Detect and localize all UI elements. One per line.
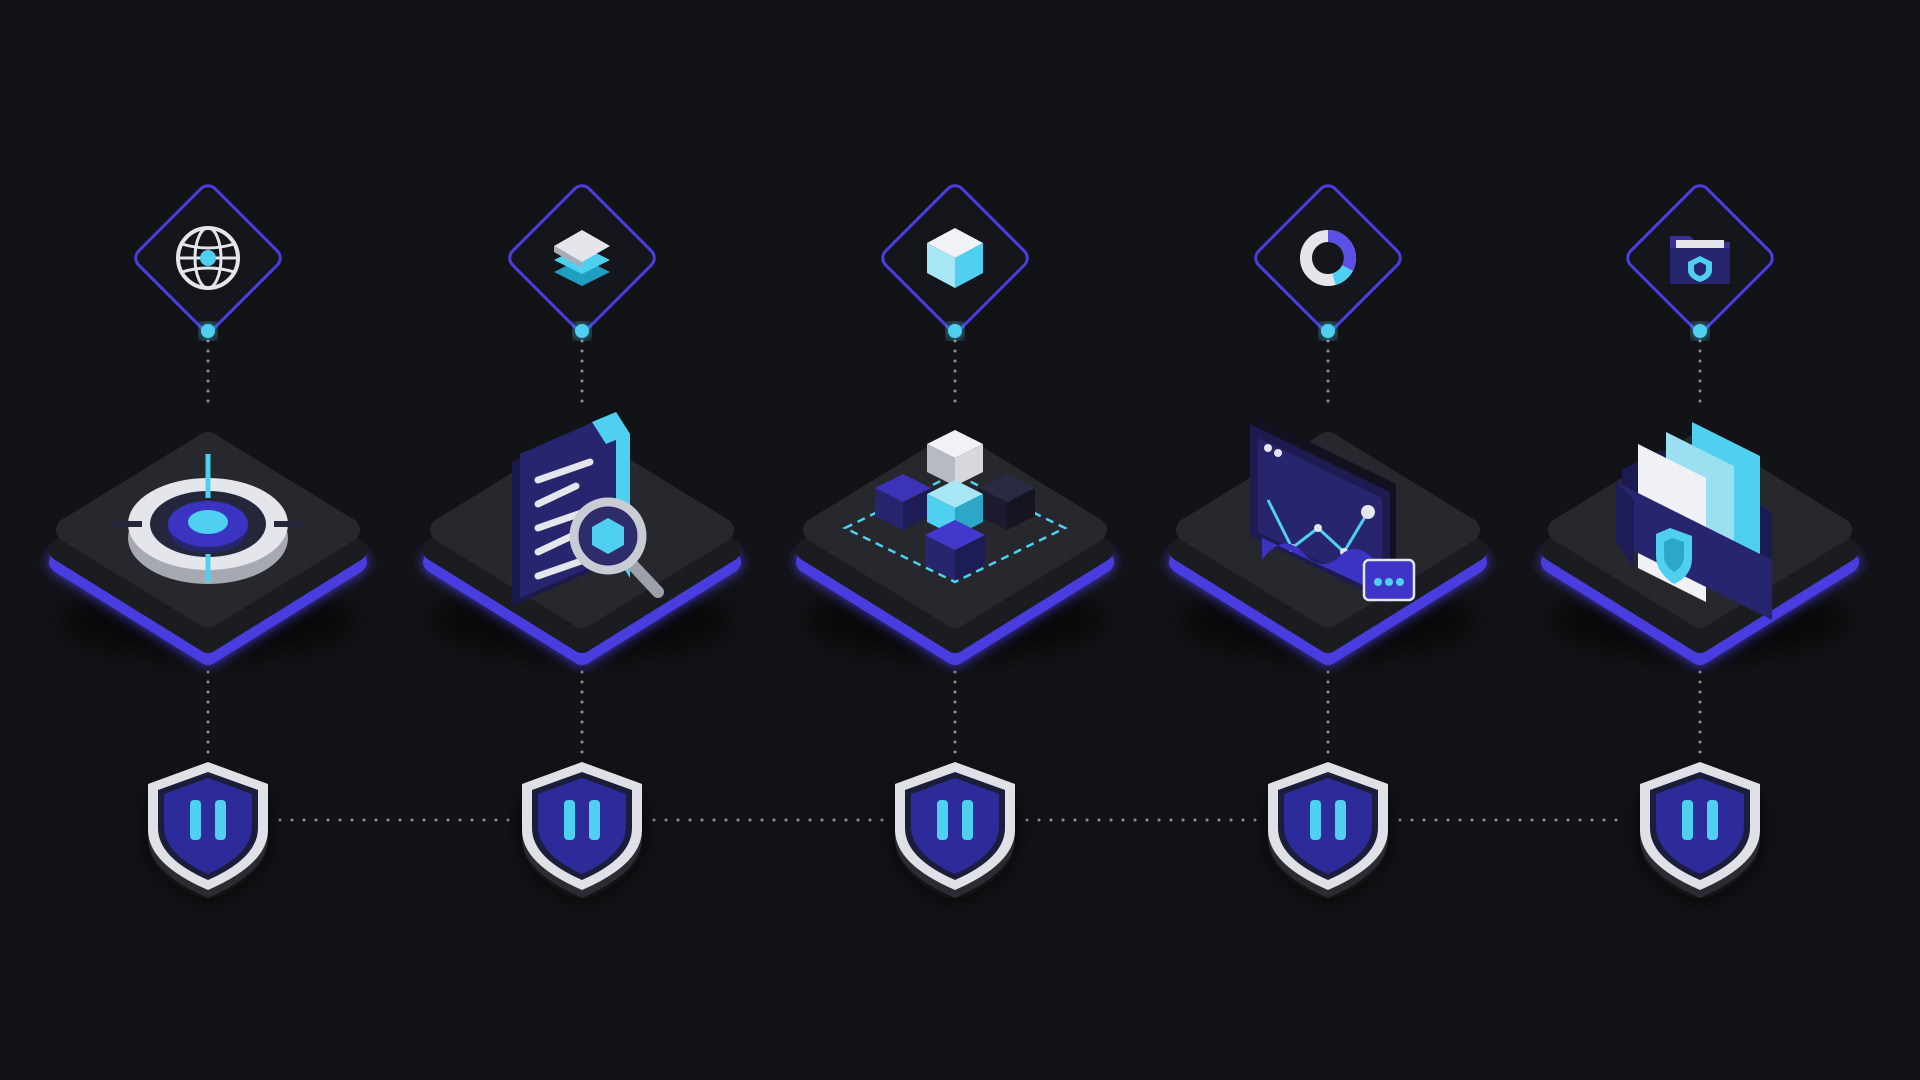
connector-node: [1693, 324, 1707, 338]
pipeline-stage: [49, 184, 367, 902]
top-badge: [508, 184, 656, 332]
document-search-icon: [512, 412, 664, 606]
layers-icon: [554, 230, 610, 286]
stage-platform: [1169, 416, 1487, 665]
globe-icon: [176, 226, 240, 290]
stage-shield: [522, 762, 642, 902]
donut-chart-icon: [1300, 230, 1356, 286]
top-badge: [881, 184, 1029, 332]
pause-icon: [937, 800, 973, 840]
stage-shield: [895, 762, 1015, 902]
shield-inner: [911, 778, 999, 874]
stage-platform: [1541, 422, 1859, 665]
pipeline-stage: [1169, 184, 1487, 902]
stage-shield: [1268, 762, 1388, 902]
shield-inner: [164, 778, 252, 874]
secure-folder-icon: [1670, 236, 1730, 284]
pause-icon: [1682, 800, 1718, 840]
stage-platform: [796, 430, 1114, 665]
stage-shield: [148, 762, 268, 902]
pause-icon: [1310, 800, 1346, 840]
shield-inner: [1284, 778, 1372, 874]
cube-icon: [927, 228, 983, 288]
cube-cluster-icon: [842, 430, 1068, 584]
connector-node: [575, 324, 589, 338]
badge-frame: [1254, 184, 1402, 332]
pipeline-stage: [423, 184, 741, 902]
pipeline-stage: [796, 184, 1114, 902]
file-folder-shield-icon: [1616, 422, 1772, 620]
top-badge: [1626, 184, 1774, 332]
connector-node: [948, 324, 962, 338]
target-icon: [112, 454, 304, 584]
analytics-monitor-icon: [1250, 416, 1416, 604]
stage-platform: [423, 412, 741, 665]
top-badge: [134, 184, 282, 332]
stage-shield: [1640, 762, 1760, 902]
top-badge: [1254, 184, 1402, 332]
connector-node: [1321, 324, 1335, 338]
pause-icon: [564, 800, 600, 840]
pause-icon: [190, 800, 226, 840]
shield-inner: [1656, 778, 1744, 874]
connector-node: [201, 324, 215, 338]
pipeline-stage: [1541, 184, 1859, 902]
shield-inner: [538, 778, 626, 874]
stage-platform: [49, 432, 367, 665]
